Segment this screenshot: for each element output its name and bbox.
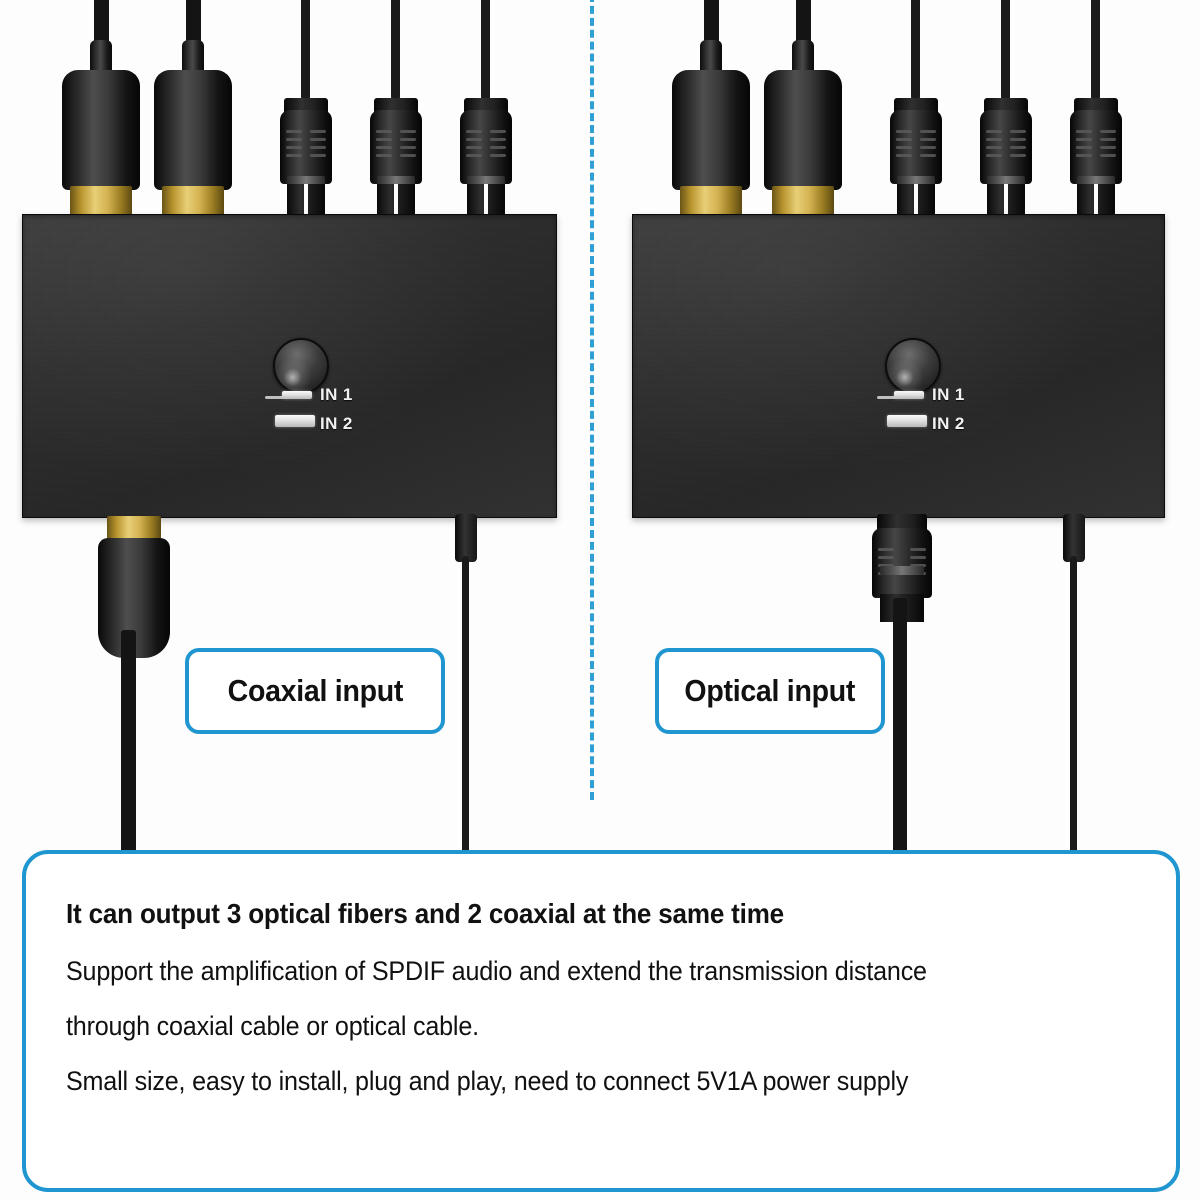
coaxial-connector-2-right xyxy=(764,40,842,220)
coaxial-input-plug xyxy=(98,512,170,682)
description-line-2: through coaxial cable or optical cable. xyxy=(66,1011,479,1041)
cable-optical-1-right xyxy=(911,0,920,100)
callout-coaxial-input: Coaxial input xyxy=(185,648,445,734)
cable-optical-2 xyxy=(391,0,400,100)
coaxial-connector-1-right xyxy=(672,40,750,220)
optical-connector-2 xyxy=(370,98,422,222)
optical-connector-1-right xyxy=(890,98,942,222)
led-label-in-1: IN 1 xyxy=(932,385,965,404)
panel-divider xyxy=(590,0,594,800)
usb-power-plug-right xyxy=(1063,514,1085,562)
usb-power-plug-left xyxy=(455,514,477,562)
cable-coax-input xyxy=(121,630,136,890)
description-line-3: Small size, easy to install, plug and pl… xyxy=(66,1066,909,1096)
spdif-switch-device-left[interactable]: IN 1 IN 2 xyxy=(22,214,557,518)
callout-coaxial-input-label: Coaxial input xyxy=(227,673,403,708)
optical-connector-3-right xyxy=(1070,98,1122,222)
cable-usb-power-right xyxy=(1070,556,1077,896)
callout-optical-input-label: Optical input xyxy=(684,673,856,708)
callout-optical-input: Optical input xyxy=(655,648,885,734)
led-indicator-in-2 xyxy=(887,415,927,427)
led-label-in-2: IN 2 xyxy=(932,414,965,433)
led-indicator-in-1 xyxy=(894,391,924,399)
spdif-switch-device-right[interactable]: IN 1 IN 2 xyxy=(632,214,1165,518)
cable-optical-3 xyxy=(481,0,490,100)
cable-optical-2-right xyxy=(1001,0,1010,100)
description-headline: It can output 3 optical fibers and 2 coa… xyxy=(66,898,784,929)
led-label-in-1: IN 1 xyxy=(320,385,353,404)
led-indicator-in-2 xyxy=(275,415,315,427)
cable-optical-1 xyxy=(301,0,310,100)
led-indicator-in-1 xyxy=(282,391,312,399)
description-line-1: Support the amplification of SPDIF audio… xyxy=(66,956,927,986)
coaxial-connector-1 xyxy=(62,40,140,220)
optical-connector-2-right xyxy=(980,98,1032,222)
led-trace-in-1 xyxy=(877,396,899,399)
cable-optical-input xyxy=(893,598,907,890)
description-lines: It can output 3 optical fibers and 2 coa… xyxy=(66,898,1148,1121)
description-panel: It can output 3 optical fibers and 2 coa… xyxy=(22,850,1180,1192)
optical-connector-1 xyxy=(280,98,332,222)
led-trace-in-1 xyxy=(265,396,287,399)
led-label-in-2: IN 2 xyxy=(320,414,353,433)
optical-connector-3 xyxy=(460,98,512,222)
cable-optical-3-right xyxy=(1091,0,1100,100)
coaxial-connector-2 xyxy=(154,40,232,220)
cable-usb-power-left xyxy=(462,556,469,896)
